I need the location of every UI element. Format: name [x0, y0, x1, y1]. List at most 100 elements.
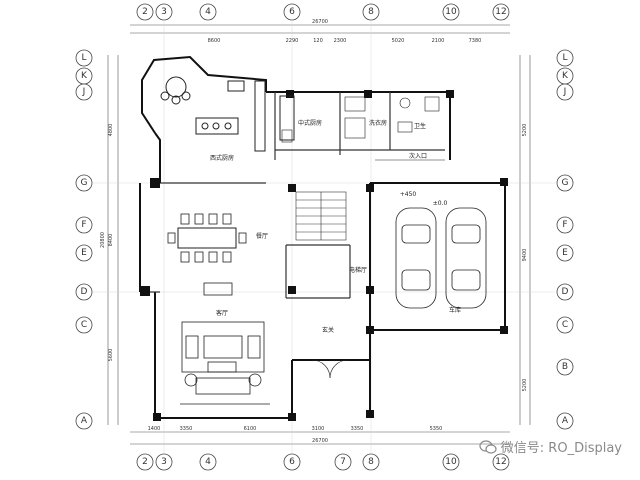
label-dining: 餐厅	[256, 232, 268, 240]
dim-bottom-seg: 3350	[180, 426, 193, 432]
label-laundry: 洗衣房	[369, 119, 387, 127]
grid-bubble-left-A: A	[75, 412, 93, 430]
grid-bubble-bottom-3: 3	[155, 453, 173, 471]
dim-top-seg: 8600	[208, 38, 221, 44]
service-rooms-fixtures	[281, 96, 445, 161]
svg-text:A: A	[562, 416, 569, 426]
svg-text:J: J	[82, 87, 86, 97]
dim-left-seg: 5600	[108, 349, 114, 362]
living-room-furniture	[180, 282, 270, 405]
dim-top-seg: 5020	[392, 38, 405, 44]
label-bath: 卫生	[414, 122, 426, 130]
grid-bubble-bottom-10: 10	[442, 453, 460, 471]
label-foyer: 玄关	[322, 326, 334, 334]
label-service-entrance: 次入口	[409, 152, 427, 160]
grid-bubble-right-L: L	[556, 49, 574, 67]
dim-bottom-seg: 6100	[244, 426, 257, 432]
dim-bottom-total: 26700	[312, 438, 328, 444]
svg-text:L: L	[81, 53, 86, 63]
grid-bubble-bottom-6: 6	[283, 453, 301, 471]
grid-bubble-right-D: D	[556, 283, 574, 301]
grid-bubble-right-C: C	[556, 316, 574, 334]
svg-text:E: E	[81, 248, 87, 258]
grid-lines	[92, 20, 555, 455]
label-western-kitchen: 西式厨房	[210, 154, 234, 162]
columns	[140, 90, 508, 421]
grid-bubble-bottom-2: 2	[136, 453, 154, 471]
svg-text:C: C	[562, 320, 568, 330]
svg-text:6: 6	[289, 7, 295, 17]
svg-text:10: 10	[445, 457, 457, 467]
grid-bubble-bottom-8: 8	[362, 453, 380, 471]
svg-text:3: 3	[161, 7, 167, 17]
svg-text:F: F	[81, 220, 86, 230]
dim-left-total: 20800	[100, 232, 106, 248]
dim-top-seg: 120	[313, 38, 323, 44]
grid-bubble-right-E: E	[556, 244, 574, 262]
grid-bubble-left-E: E	[75, 244, 93, 262]
svg-text:D: D	[562, 287, 569, 297]
right-grid-axis: L K J G F E D C B A 5200 9400 5200	[519, 49, 574, 430]
dim-bottom-seg: 1400	[148, 426, 161, 432]
grid-bubble-top-3: 3	[155, 3, 173, 21]
svg-text:2: 2	[142, 457, 148, 467]
dim-right-seg: 9400	[522, 249, 528, 262]
label-living: 客厅	[216, 309, 228, 317]
label-elevator-hall: 电梯厅	[349, 266, 367, 274]
svg-text:A: A	[81, 416, 88, 426]
room-labels: 西式厨房 中式厨房 洗衣房 卫生 次入口 餐厅 电梯厅 客厅 玄关 车库 +45…	[210, 119, 461, 334]
grid-bubble-right-G: G	[556, 174, 574, 192]
grid-bubble-left-L: L	[75, 49, 93, 67]
grid-bubble-top-10: 10	[442, 3, 460, 21]
stair	[295, 191, 347, 241]
grid-bubble-bottom-12: 12	[492, 453, 510, 471]
svg-text:8: 8	[368, 7, 374, 17]
label-level-000: ±0.0	[433, 200, 448, 207]
svg-text:D: D	[81, 287, 88, 297]
dim-left-seg: 8400	[108, 234, 114, 247]
svg-text:B: B	[562, 362, 568, 372]
watermark: 微信号: RO_Display	[479, 437, 622, 456]
dim-top-seg: 7380	[469, 38, 482, 44]
dim-left-seg: 4800	[108, 124, 114, 137]
grid-bubble-right-K: K	[556, 67, 574, 85]
bottom-grid-axis: 2 3 4 6 7 8 10 12 1400 3350 6100 3100 33…	[130, 426, 510, 471]
dim-right-seg: 5200	[522, 379, 528, 392]
grid-bubble-left-C: C	[75, 316, 93, 334]
grid-bubble-top-12: 12	[492, 3, 510, 21]
svg-text:12: 12	[495, 7, 506, 17]
dining-table	[167, 213, 247, 263]
dim-bottom-seg: 3350	[351, 426, 364, 432]
grid-bubble-top-6: 6	[283, 3, 301, 21]
label-chinese-kitchen: 中式厨房	[298, 119, 322, 127]
dim-right-seg: 5200	[522, 124, 528, 137]
garage-cars	[395, 207, 487, 309]
watermark-text: 微信号: RO_Display	[500, 441, 622, 456]
grid-bubble-bottom-7: 7	[334, 453, 352, 471]
svg-text:F: F	[562, 220, 567, 230]
svg-text:4: 4	[205, 457, 211, 467]
svg-text:7: 7	[340, 457, 346, 467]
exterior-walls	[139, 55, 506, 419]
svg-text:K: K	[81, 71, 88, 81]
grid-bubble-right-B: B	[556, 358, 574, 376]
grid-bubble-left-G: G	[75, 174, 93, 192]
dim-top-total: 26700	[312, 19, 328, 25]
svg-text:K: K	[562, 71, 569, 81]
grid-bubble-left-K: K	[75, 67, 93, 85]
svg-text:2: 2	[142, 7, 148, 17]
label-level-450: +450	[400, 191, 417, 198]
svg-text:J: J	[563, 87, 567, 97]
dim-bottom-seg: 5350	[430, 426, 443, 432]
svg-text:4: 4	[205, 7, 211, 17]
foyer-doors	[311, 359, 349, 379]
svg-text:L: L	[562, 53, 567, 63]
wechat-icon	[479, 439, 497, 454]
grid-bubble-top-4: 4	[199, 3, 217, 21]
svg-text:E: E	[562, 248, 568, 258]
svg-text:12: 12	[495, 457, 506, 467]
svg-text:C: C	[81, 320, 87, 330]
grid-bubble-right-J: J	[556, 83, 574, 101]
western-kitchen-furniture	[160, 76, 295, 152]
